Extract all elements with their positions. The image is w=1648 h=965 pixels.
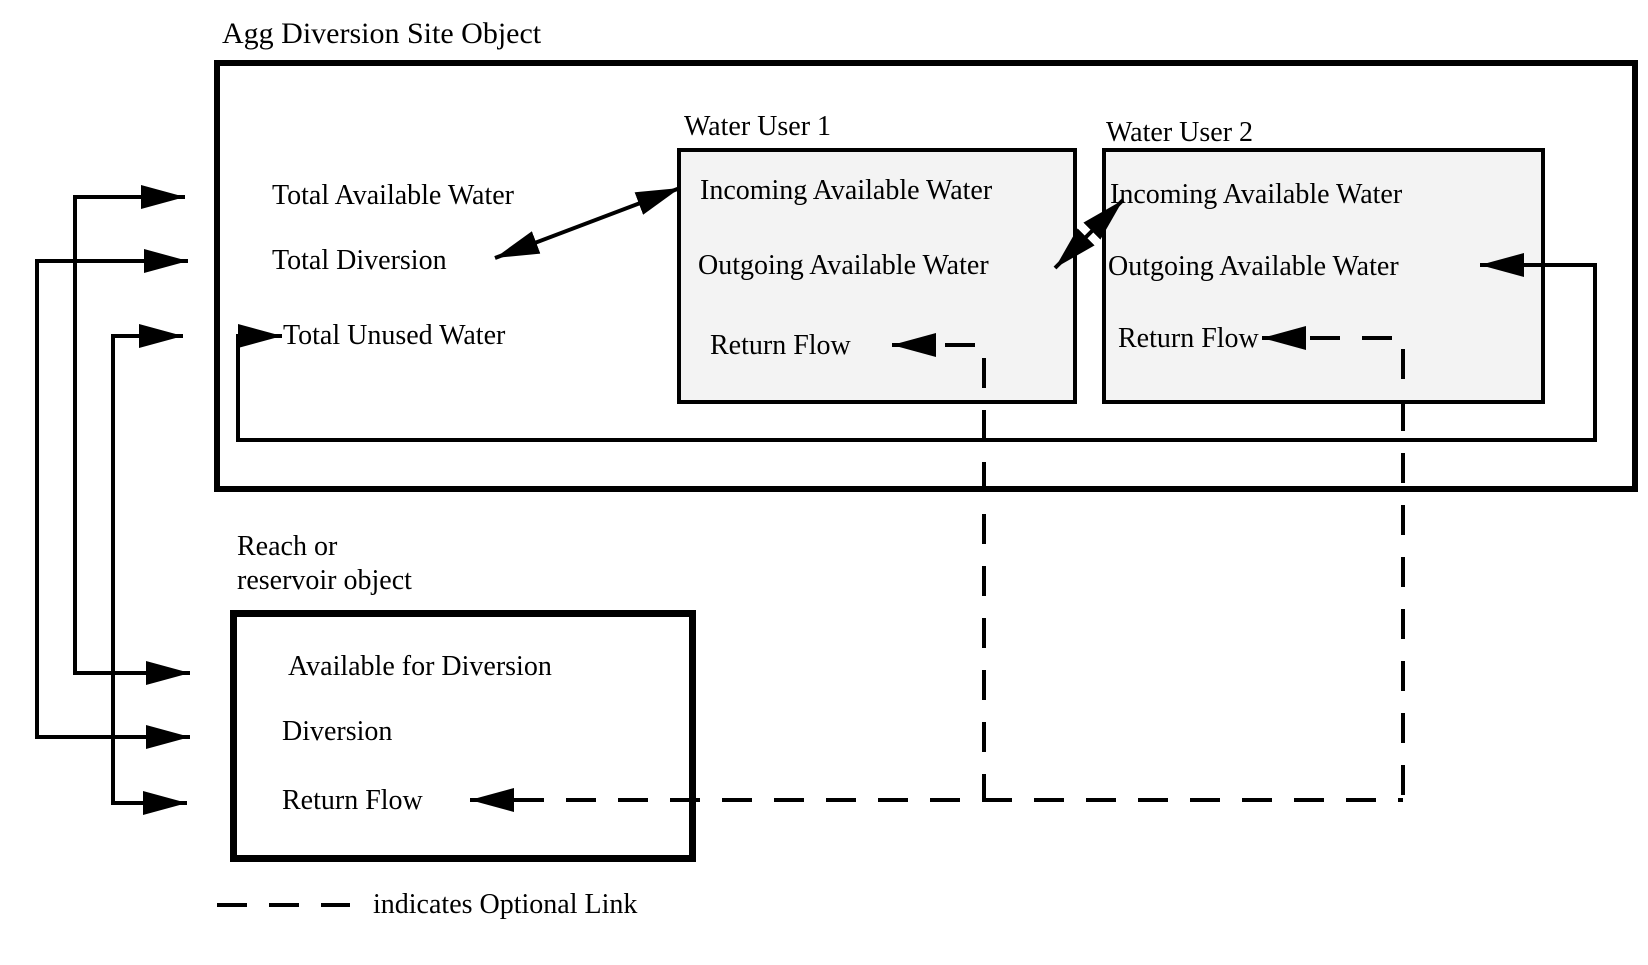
- link-diversion: [35, 249, 190, 749]
- wu1-slot-outgoing: Outgoing Available Water: [698, 250, 989, 281]
- legend-label: indicates Optional Link: [373, 889, 638, 920]
- wu1-slot-incoming: Incoming Available Water: [700, 175, 993, 206]
- reach-box-title-line1: Reach or: [237, 531, 338, 562]
- water-user-1-title: Water User 1: [684, 111, 832, 142]
- wu2-slot-incoming: Incoming Available Water: [1110, 179, 1403, 210]
- wu1-slot-return-flow: Return Flow: [710, 330, 851, 361]
- slot-total-unused-water: Total Unused Water: [283, 320, 506, 351]
- slot-total-diversion: Total Diversion: [272, 245, 447, 276]
- wu2-slot-return-flow: Return Flow: [1118, 323, 1259, 354]
- wu2-slot-outgoing: Outgoing Available Water: [1108, 251, 1399, 282]
- agg-box-title: Agg Diversion Site Object: [222, 17, 542, 50]
- slot-total-available-water: Total Available Water: [272, 180, 514, 211]
- reach-slot-return-flow: Return Flow: [282, 785, 423, 816]
- water-user-2-title: Water User 2: [1106, 117, 1254, 148]
- reach-slot-diversion: Diversion: [282, 716, 393, 747]
- link-available-water: [73, 185, 190, 685]
- link-unused-water-return: [111, 324, 187, 815]
- reach-or-reservoir-box: [230, 610, 696, 862]
- reach-box-title-line2: reservoir object: [237, 565, 412, 596]
- reach-slot-available-for-diversion: Available for Diversion: [288, 651, 552, 682]
